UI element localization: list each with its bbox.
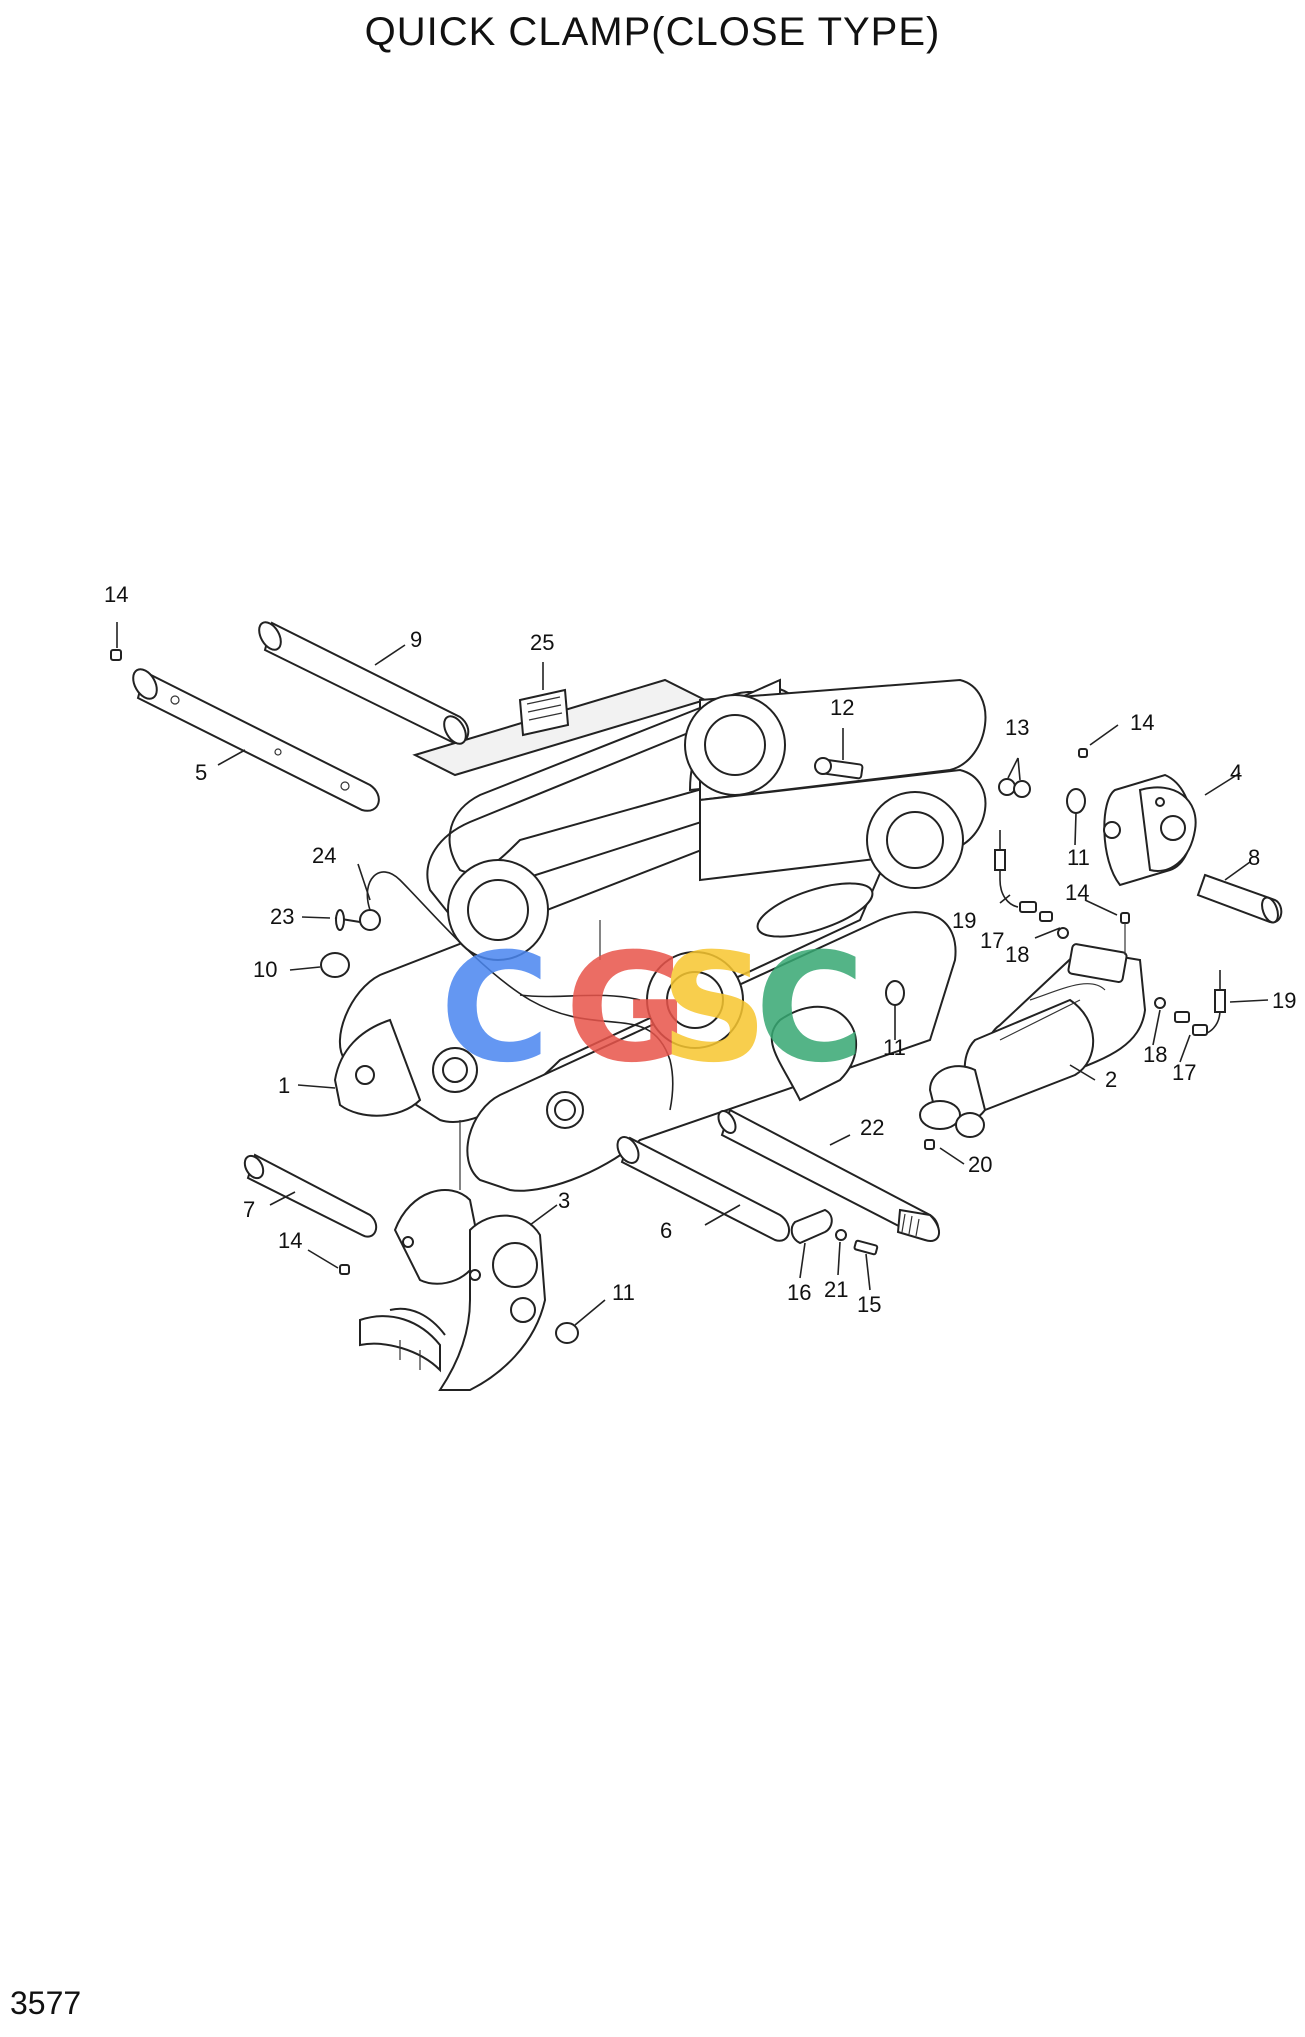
- snap-ring-11a: [1066, 788, 1086, 814]
- grease-nipple-14d: [339, 1264, 350, 1275]
- hook-3: [359, 1189, 547, 1391]
- callout-14-top-right: 14: [1130, 710, 1154, 735]
- callout-11-middle: 11: [883, 1035, 906, 1060]
- callout-5: 5: [195, 760, 207, 785]
- watermark: C G S C: [440, 922, 865, 1096]
- snap-ring-11c: [885, 980, 905, 1006]
- callout-17-upper: 17: [980, 928, 1004, 953]
- washer-24: [835, 1229, 847, 1241]
- pin-8: [1196, 873, 1283, 924]
- callout-18-upper: 18: [1005, 942, 1029, 967]
- hose-19a: [994, 830, 1019, 908]
- callout-4: 4: [1230, 760, 1242, 785]
- diagram-title: QUICK CLAMP(CLOSE TYPE): [364, 10, 941, 54]
- callout-25: 25: [530, 630, 554, 655]
- callout-2: 2: [1105, 1067, 1117, 1092]
- callout-9: 9: [410, 627, 422, 652]
- fittings-17-18: [1019, 901, 1208, 1036]
- callout-20: 20: [968, 1152, 992, 1177]
- lanyard-23: [359, 871, 674, 1111]
- pin-9: [258, 621, 470, 745]
- snap-ring-10: [320, 952, 350, 978]
- callout-13: 13: [1005, 715, 1029, 740]
- page-number: 3577: [10, 1985, 82, 2021]
- watermark-letter-2: G: [565, 922, 688, 1096]
- bracket-4: [1103, 773, 1197, 887]
- main-frame: [333, 678, 987, 1192]
- callout-19-upper: 19: [952, 908, 976, 933]
- leader-lines: [116, 622, 1269, 1326]
- callout-6: 6: [660, 1218, 672, 1243]
- cylinder-2: [919, 943, 1147, 1138]
- decal-25: [518, 688, 570, 737]
- callout-24: 21: [824, 1277, 848, 1302]
- pin-5: [132, 668, 380, 812]
- callout-21: 22: [860, 1115, 884, 1140]
- callout-23: 24: [312, 843, 336, 868]
- bolt-15: [853, 1239, 879, 1256]
- callouts: 14 9 5 25 12 13 14 4 11 8 24 23 10 1 19 …: [104, 582, 1296, 1317]
- callout-1: 1: [278, 1073, 290, 1098]
- callout-16: 16: [787, 1280, 811, 1305]
- callout-12: 12: [830, 695, 854, 720]
- watermark-letter-1: C: [440, 922, 550, 1096]
- pin-22: [334, 909, 361, 931]
- callout-3: 3: [558, 1188, 570, 1213]
- callout-14-top-left: 14: [104, 582, 128, 607]
- pin-21: [717, 1108, 940, 1242]
- snap-ring-11b: [555, 1322, 579, 1344]
- callout-19-lower: 19: [1272, 988, 1296, 1013]
- callout-17-lower: 17: [1172, 1060, 1196, 1085]
- grease-nipple-14a: [110, 649, 122, 661]
- grease-nipple-20: [924, 1139, 935, 1150]
- watermark-letter-3: S: [660, 922, 768, 1096]
- pin-7: [243, 1153, 378, 1238]
- grease-nipple-14c: [1120, 912, 1130, 955]
- callout-14-middle: 14: [1065, 880, 1089, 905]
- callout-22: 23: [270, 904, 294, 929]
- watermark-letter-4: C: [755, 922, 865, 1096]
- callout-8: 8: [1248, 845, 1260, 870]
- bushings-13: [998, 778, 1031, 798]
- callout-18-lower: 18: [1143, 1042, 1167, 1067]
- pin-6: [616, 1136, 790, 1242]
- callout-11-bottom: 11: [612, 1280, 635, 1305]
- callout-11-right: 11: [1067, 845, 1090, 870]
- callout-14-bottom: 14: [278, 1228, 302, 1253]
- plate-16: [790, 1208, 833, 1245]
- callout-10: 10: [253, 957, 277, 982]
- callout-15: 15: [857, 1292, 881, 1317]
- callout-7: 7: [243, 1197, 255, 1222]
- grease-nipple-14b: [1078, 748, 1088, 758]
- bolt-12: [814, 757, 864, 780]
